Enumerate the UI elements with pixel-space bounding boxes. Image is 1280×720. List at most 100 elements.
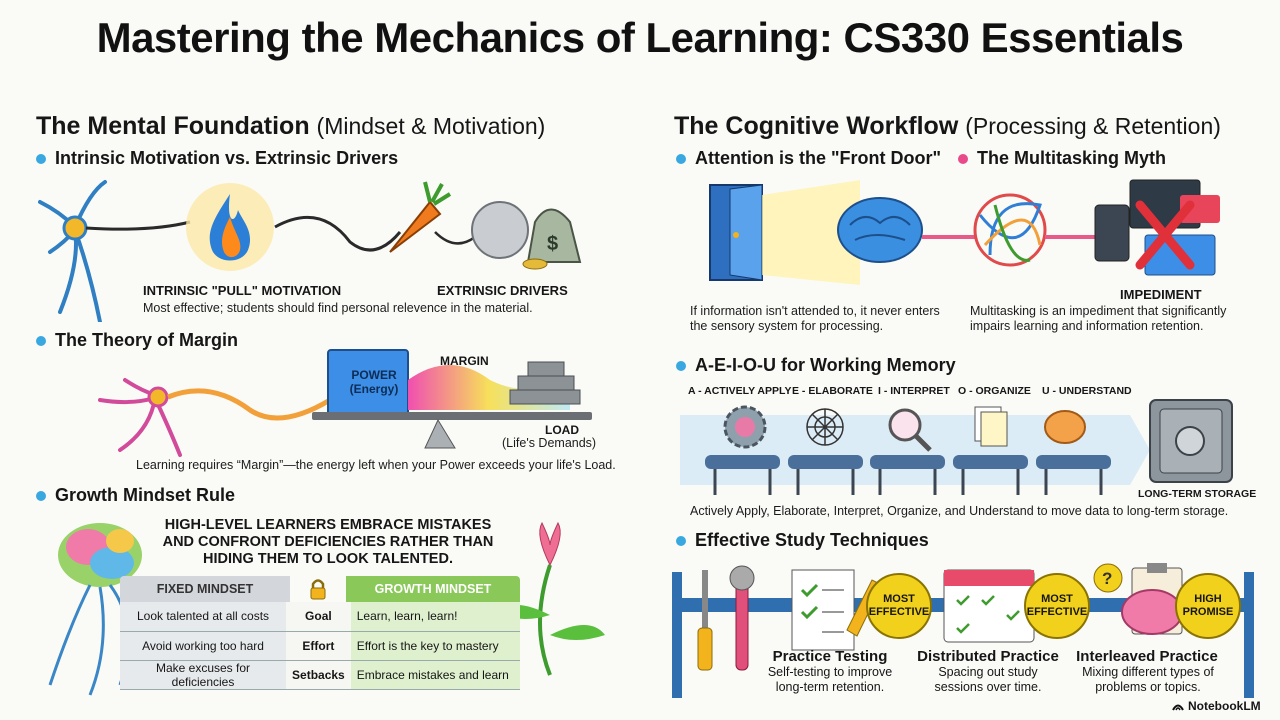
- multitask-bullet: The Multitasking Myth: [958, 148, 1166, 169]
- magnifier-icon: [888, 408, 932, 452]
- aeiou-caption: Actively Apply, Elaborate, Interpret, Or…: [690, 504, 1229, 518]
- wrench-icon: [729, 565, 755, 671]
- growth-quote: HIGH-LEVEL LEARNERS EMBRACE MISTAKES AND…: [162, 517, 494, 567]
- notebooklm-logo-icon: [1172, 704, 1184, 711]
- growth-cell: Embrace mistakes and learn: [350, 660, 520, 690]
- mindset-table: FIXED MINDSET GROWTH MINDSET Look talent…: [120, 576, 520, 690]
- money-bag-icon: $: [522, 208, 582, 270]
- attention-caption: If information isn't attended to, it nev…: [690, 304, 940, 333]
- brand-name: NotebookLM: [1188, 699, 1261, 713]
- screwdriver-icon: [697, 570, 713, 671]
- attention-bullet: Attention is the "Front Door": [676, 148, 941, 169]
- roots-icon: [48, 584, 130, 696]
- neuron-body-icon: [62, 215, 88, 241]
- aeiou-bullet-text: A-E-I-O-U for Working Memory: [695, 355, 956, 375]
- left-section-heading: The Mental Foundation (Mindset & Motivat…: [36, 112, 545, 141]
- balance-beam: [312, 412, 592, 420]
- high-promise-badge: HIGH PROMISE: [1175, 573, 1241, 639]
- right-section-heading: The Cognitive Workflow (Processing & Ret…: [674, 112, 1221, 141]
- fixed-cell: Look talented at all costs: [120, 602, 287, 632]
- right-heading-main: The Cognitive Workflow: [674, 112, 959, 140]
- left-heading-sub: (Mindset & Motivation): [316, 113, 546, 139]
- door-icon: [709, 184, 763, 281]
- motivation-illustration: $: [38, 180, 582, 322]
- fixed-mindset-header: FIXED MINDSET: [120, 576, 290, 602]
- step-label-a: A - ACTIVELY APPLY: [688, 385, 792, 397]
- key-cell: Effort: [286, 631, 351, 661]
- aeiou-bullet: A-E-I-O-U for Working Memory: [676, 355, 956, 376]
- technique-title: Interleaved Practice: [1076, 648, 1218, 665]
- growth-cell: Learn, learn, learn!: [350, 602, 520, 632]
- growth-mindset-header: GROWTH MINDSET: [346, 576, 520, 602]
- devices-icon: [1094, 179, 1220, 276]
- table-row: Avoid working too hard Effort Effort is …: [120, 631, 520, 661]
- motivation-bullet: Intrinsic Motivation vs. Extrinsic Drive…: [36, 148, 398, 169]
- multitask-caption: Multitasking is an impediment that signi…: [970, 304, 1227, 333]
- technique-title: Distributed Practice: [917, 648, 1059, 665]
- fulcrum-icon: [424, 418, 456, 449]
- neuron-icon: [98, 378, 182, 457]
- svg-text:$: $: [547, 233, 558, 255]
- brain-icon: [1044, 410, 1086, 444]
- lock-icon: [290, 576, 346, 602]
- web-icon: [806, 408, 844, 446]
- ball-icon: [471, 201, 529, 259]
- fixed-cell: Avoid working too hard: [120, 631, 287, 661]
- growth-bullet: Growth Mindset Rule: [36, 485, 235, 506]
- brain-icon: [58, 523, 142, 587]
- growth-bullet-text: Growth Mindset Rule: [55, 485, 235, 505]
- left-heading-main: The Mental Foundation: [36, 112, 310, 140]
- step-label-i: I - INTERPRET: [878, 385, 950, 397]
- intrinsic-label: INTRINSIC "PULL" MOTIVATION: [143, 283, 342, 298]
- fixed-cell: Make excuses for deficiencies: [120, 660, 287, 690]
- study-illustration: ?: [672, 563, 1254, 698]
- neuron-body-icon: [147, 386, 169, 408]
- margin-label: MARGIN: [440, 354, 489, 368]
- margin-bullet-text: The Theory of Margin: [55, 330, 239, 350]
- motivation-caption: Most effective; students should find per…: [143, 301, 533, 315]
- bullet-dot: [36, 335, 46, 346]
- motivation-bullet-text: Intrinsic Motivation vs. Extrinsic Drive…: [55, 148, 399, 168]
- x-mark-icon: [1135, 200, 1195, 270]
- technique-desc: Spacing out study sessions over time.: [934, 665, 1042, 694]
- technique-title: Practice Testing: [772, 648, 888, 665]
- growth-cell: Effort is the key to mastery: [350, 631, 520, 661]
- neuron-icon: [38, 180, 107, 322]
- power-label: POWER (Energy): [349, 368, 399, 396]
- multitask-bullet-text: The Multitasking Myth: [977, 148, 1166, 168]
- bullet-dot: [36, 153, 46, 164]
- brain-icon: [837, 197, 923, 263]
- load-sub-label: (Life's Demands): [502, 436, 597, 450]
- mindset-rows: Look talented at all costs Goal Learn, l…: [120, 602, 520, 690]
- brand-footer: NotebookLM: [1172, 699, 1261, 713]
- calendar-icon: [943, 569, 1035, 643]
- bullet-dot: [676, 535, 686, 546]
- right-heading-sub: (Processing & Retention): [965, 113, 1221, 139]
- step-label-o: O - ORGANIZE: [958, 385, 1031, 397]
- aeiou-conveyor: [680, 399, 1233, 495]
- key-cell: Setbacks: [286, 660, 351, 690]
- impediment-label: IMPEDIMENT: [1120, 287, 1202, 302]
- documents-icon: [974, 406, 1008, 447]
- margin-caption: Learning requires “Margin”—the energy le…: [136, 458, 616, 472]
- attention-bullet-text: Attention is the "Front Door": [695, 148, 942, 168]
- bullet-dot: [958, 153, 968, 164]
- extrinsic-label: EXTRINSIC DRIVERS: [437, 283, 568, 298]
- bullet-dot: [676, 360, 686, 371]
- brain-icon: [1121, 589, 1183, 635]
- light-beam: [762, 180, 860, 285]
- weights-icon: [509, 361, 581, 405]
- flame-icon: [186, 183, 274, 271]
- most-effective-badge: MOST EFFECTIVE: [866, 573, 932, 639]
- checklist-icon: [791, 569, 855, 651]
- mindset-table-header: FIXED MINDSET GROWTH MINDSET: [120, 576, 520, 602]
- margin-bullet: The Theory of Margin: [36, 330, 238, 351]
- step-label-e: E - ELABORATE: [792, 385, 873, 397]
- page-title: Mastering the Mechanics of Learning: CS3…: [96, 14, 1184, 61]
- question-icon: ?: [1093, 563, 1123, 593]
- most-effective-badge: MOST EFFECTIVE: [1024, 573, 1090, 639]
- table-row: Look talented at all costs Goal Learn, l…: [120, 602, 520, 632]
- margin-illustration: [98, 349, 592, 457]
- technique-desc: Mixing different types of problems or to…: [1082, 665, 1214, 694]
- key-cell: Goal: [286, 602, 351, 632]
